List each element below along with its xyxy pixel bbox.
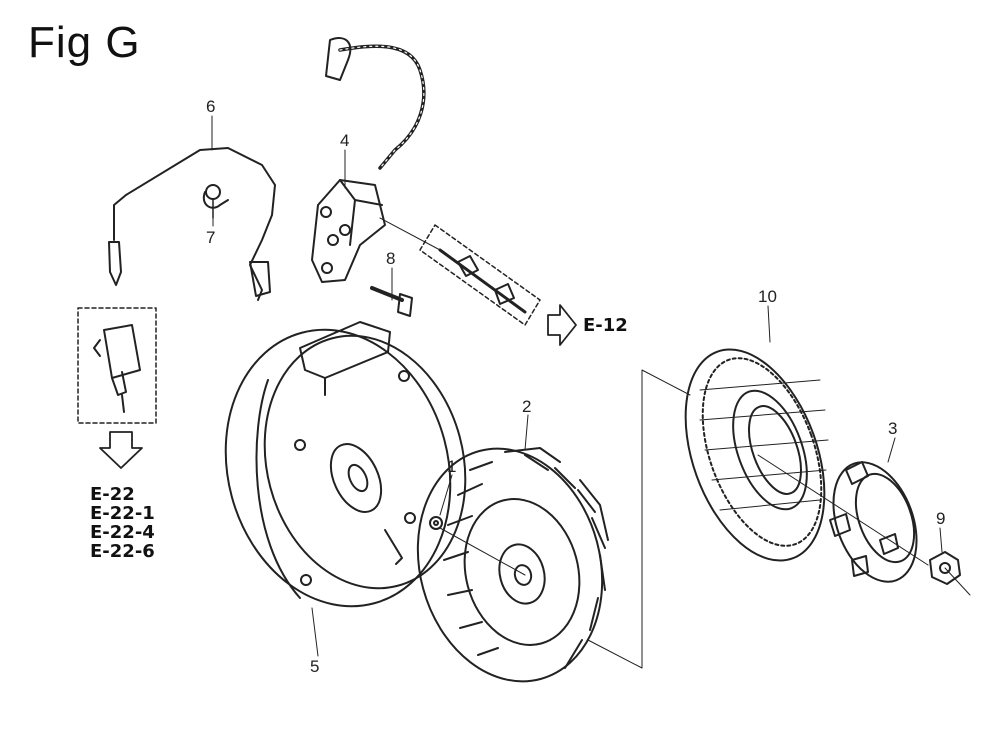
hollow-arrow-right-icon [547,304,577,346]
assembly-lines [439,369,971,669]
e22-parts-box [77,307,157,424]
callout-1: 1 [447,457,456,476]
callout-8: 8 [386,249,395,268]
callout-9: 9 [936,509,945,528]
reference-e22-6[interactable]: E-22-6 [90,541,155,562]
part-2-flywheel [416,447,609,683]
figure-title: Fig G [28,18,141,67]
reference-e22[interactable]: E-22 [90,484,135,505]
part-1-nut [429,516,443,530]
part-8-bolt [370,286,413,317]
callout-6: 6 [206,97,215,116]
callout-2: 2 [522,397,531,416]
part-5-fan-cover [224,321,467,608]
reference-list: E-22 E-22-1 E-22-4 E-22-6 [90,485,155,561]
part-4-ignition-coil [311,37,426,283]
callout-5: 5 [310,657,319,676]
callout-10: 10 [758,287,777,306]
part-9-flange-nut [929,551,961,585]
hollow-arrow-down-icon [99,431,143,469]
reference-e12[interactable]: E-12 [583,315,628,336]
part-7-wire-clip [202,184,229,219]
callout-7: 7 [206,228,215,247]
part-6-ignition-wire [108,147,276,301]
leader-lines [211,115,943,657]
reference-e22-1[interactable]: E-22-1 [90,503,155,524]
callout-4: 4 [340,131,349,150]
reference-e22-4[interactable]: E-22-4 [90,522,155,543]
e12-parts-box [379,217,541,326]
part-10-starter-pulley [684,348,829,562]
callout-3: 3 [888,419,897,438]
part-3-starter-cup [829,461,918,583]
